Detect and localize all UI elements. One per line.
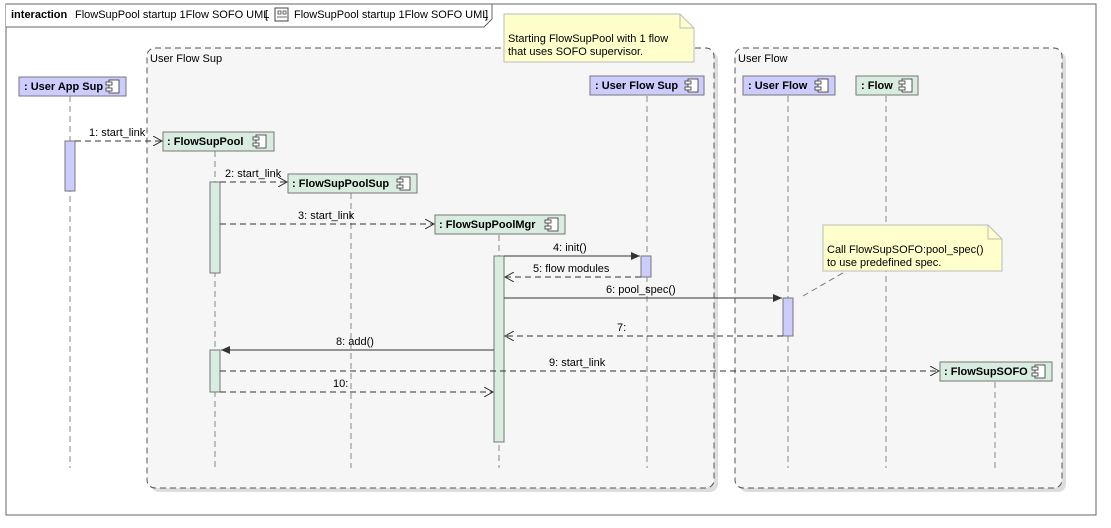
lifeline-head-ufs[interactable]: : User Flow Sup <box>589 75 705 96</box>
frame-title: FlowSupPool startup 1Flow SOFO UML <box>75 9 269 21</box>
message-6: 6: pool_spec() <box>504 284 782 302</box>
svg-text:8: add(): 8: add() <box>336 336 374 348</box>
component-icon <box>1031 364 1046 379</box>
frame-keyword: interaction <box>11 9 68 21</box>
svg-text:7:: 7: <box>617 322 626 334</box>
svg-text:6: pool_spec(): 6: pool_spec() <box>606 284 676 296</box>
message-5: 5: flow modules <box>505 263 641 277</box>
group-user-flow-sup: User Flow Sup <box>146 47 718 492</box>
component-icon <box>684 78 699 93</box>
message-3: 3: start_link <box>220 210 434 224</box>
activation-pool-1 <box>209 181 221 274</box>
lifeline-head-appsup[interactable]: : User App Sup <box>18 76 127 97</box>
svg-text:10:: 10: <box>333 378 348 390</box>
svg-text:: User App Sup: : User App Sup <box>24 81 103 93</box>
svg-text:: FlowSupPoolMgr: : FlowSupPoolMgr <box>439 219 536 231</box>
component-icon <box>898 78 913 93</box>
note-2-connector <box>802 269 849 297</box>
svg-text:3: start_link: 3: start_link <box>298 210 355 222</box>
message-10: 10: <box>220 378 493 392</box>
lifeline-head-pool[interactable]: : FlowSupPool <box>162 131 275 152</box>
svg-text:4: init(): 4: init() <box>553 242 587 254</box>
lifeline-head-flow[interactable]: : Flow <box>855 75 919 96</box>
svg-text:: FlowSupPoolSup: : FlowSupPoolSup <box>292 178 389 190</box>
activation-ufs <box>640 255 652 278</box>
lifeline-head-uf[interactable]: : User Flow <box>742 75 836 96</box>
activation-appsup <box>64 140 76 192</box>
activation-pool-2 <box>209 349 221 393</box>
svg-text:to use predefined spec.: to use predefined spec. <box>827 257 941 269</box>
lifeline-head-poolsup[interactable]: : FlowSupPoolSup <box>287 173 418 194</box>
note-2: Call FlowSupSOFO:pool_spec() to use pred… <box>822 224 1003 272</box>
svg-text:1: start_link: 1: start_link <box>89 127 146 139</box>
component-icon <box>396 176 411 191</box>
svg-text:Starting FlowSupPool with 1 fl: Starting FlowSupPool with 1 flow <box>508 33 668 45</box>
svg-text:: Flow: : Flow <box>861 80 893 92</box>
message-1: 1: start_link <box>75 127 162 141</box>
lifeline-head-mgr[interactable]: : FlowSupPoolMgr <box>434 214 566 235</box>
svg-text:: FlowSupPool: : FlowSupPool <box>167 136 243 148</box>
note-1: Starting FlowSupPool with 1 flow that us… <box>503 13 695 63</box>
frame-bracket-close: ] <box>485 9 488 21</box>
svg-text:5: flow modules: 5: flow modules <box>533 263 610 275</box>
lifeline-head-sofo[interactable]: : FlowSupSOFO <box>939 361 1053 382</box>
frame-ref-label: FlowSupPool startup 1Flow SOFO UML <box>294 9 488 21</box>
activation-mgr <box>493 255 505 443</box>
group-label: User Flow <box>738 53 788 65</box>
svg-text:Call FlowSupSOFO:pool_spec(): Call FlowSupSOFO:pool_spec() <box>827 244 984 256</box>
activation-uf <box>782 297 794 337</box>
svg-text:that uses SOFO supervisor.: that uses SOFO supervisor. <box>508 46 643 58</box>
svg-text:9: start_link: 9: start_link <box>549 357 606 369</box>
frame-bracket-open: [ <box>265 9 268 21</box>
group-label: User Flow Sup <box>150 53 222 65</box>
svg-text:: User Flow: : User Flow <box>748 80 808 92</box>
svg-text:: User Flow Sup: : User Flow Sup <box>595 80 678 92</box>
frame-ref-icon <box>274 7 289 22</box>
message-8: 8: add() <box>221 336 494 354</box>
message-9: 9: start_link <box>220 357 939 371</box>
svg-text:2: start_link: 2: start_link <box>225 168 282 180</box>
frame-tab <box>6 3 493 28</box>
component-icon <box>105 79 120 94</box>
component-icon <box>544 217 559 232</box>
message-2: 2: start_link <box>220 168 287 182</box>
message-7: 7: <box>505 322 783 336</box>
svg-text:: FlowSupSOFO: : FlowSupSOFO <box>944 366 1028 378</box>
component-icon <box>252 134 267 149</box>
message-4: 4: init() <box>504 242 640 260</box>
component-icon <box>814 78 829 93</box>
